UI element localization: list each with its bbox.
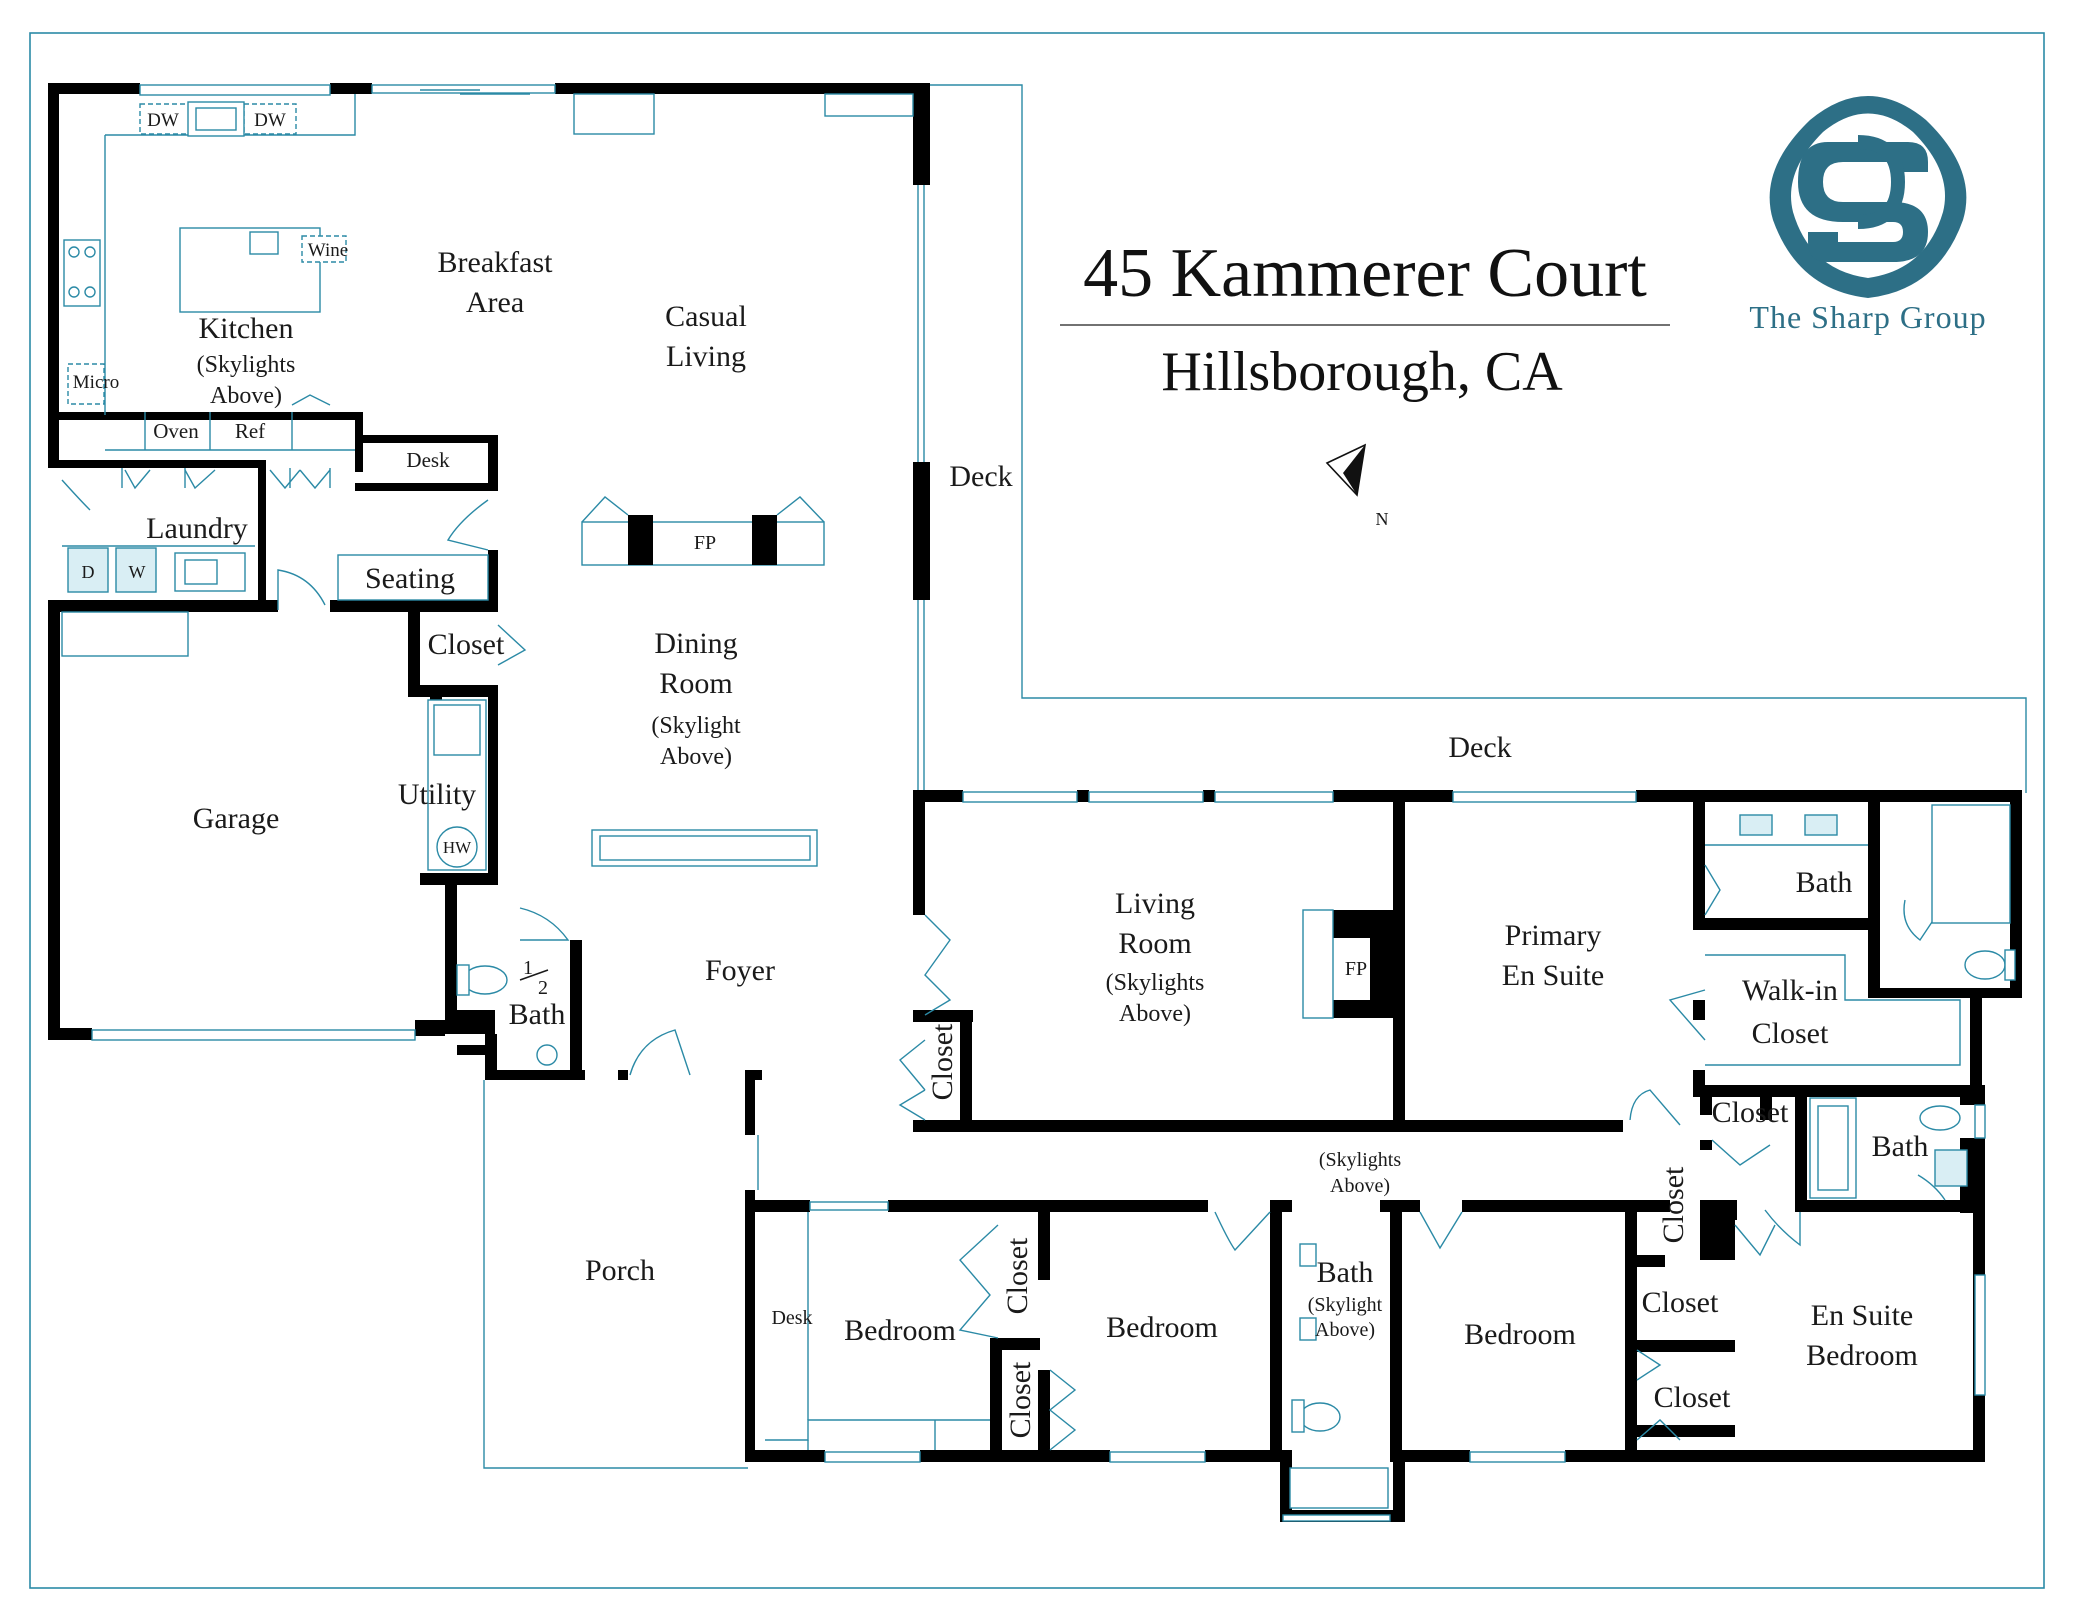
- label-laundry: Laundry: [146, 512, 248, 545]
- north-arrow-icon: [1325, 443, 1367, 497]
- label-deck-upper: Deck: [949, 460, 1012, 493]
- label-closet-living: Closet: [926, 1023, 959, 1100]
- page-border: [29, 32, 2045, 1589]
- label-closet-b3b: Closet: [1654, 1381, 1731, 1414]
- label-bath-primary: Bath: [1796, 866, 1853, 899]
- deck-outline: [930, 84, 2027, 793]
- label-oven: Oven: [153, 419, 199, 443]
- label-kitchen: Kitchen: [199, 312, 294, 345]
- label-ref: Ref: [235, 419, 265, 443]
- label-seating: Seating: [365, 562, 455, 595]
- labels: 45 Kammerer Court Hillsborough, CA N The…: [73, 110, 1986, 1438]
- porch-outline: [483, 1080, 748, 1469]
- kitchen-fixtures: [63, 94, 356, 451]
- bedroom-wing-fixtures: [765, 1211, 1776, 1509]
- label-casual: Casual: [665, 300, 747, 333]
- label-micro: Micro: [73, 372, 119, 393]
- label-foyer: Foyer: [705, 954, 775, 987]
- label-dw-right: DW: [254, 110, 286, 131]
- city-subtitle: Hillsborough, CA: [1161, 341, 1563, 403]
- north-label: N: [1376, 509, 1389, 529]
- label-bedroom-3: Bedroom: [1464, 1318, 1576, 1351]
- laundry-fixtures: [61, 468, 489, 657]
- label-primary2: En Suite: [1502, 959, 1605, 992]
- label-living2: Room: [1118, 927, 1191, 960]
- label-breakfast: Breakfast: [438, 246, 554, 279]
- label-hw: HW: [443, 838, 472, 857]
- label-closet-east: Closet: [1712, 1096, 1789, 1129]
- label-living: Living: [1115, 887, 1195, 920]
- label-porch: Porch: [585, 1254, 655, 1287]
- label-closet-vert: Closet: [1657, 1166, 1690, 1243]
- label-bath-hall-note2: Above): [1315, 1319, 1375, 1341]
- label-bath-hall: Bath: [1317, 1256, 1374, 1289]
- label-fp-dining: FP: [694, 532, 716, 554]
- label-bedroom-2: Bedroom: [1106, 1311, 1218, 1344]
- half-slash: [519, 969, 549, 981]
- label-washer: W: [129, 562, 146, 582]
- label-dining: Dining: [654, 627, 737, 660]
- walls: [48, 83, 2022, 1522]
- label-closet-b2: Closet: [1004, 1361, 1037, 1438]
- east-bath-fixtures: [1711, 1097, 1968, 1247]
- dining-fireplace: [581, 496, 825, 867]
- living-fixtures: [898, 909, 1334, 1121]
- label-hall-note2: Above): [1330, 1175, 1390, 1197]
- label-bath-hall-note: (Skylight: [1308, 1294, 1383, 1316]
- utility-fixtures: [427, 624, 527, 871]
- label-primary: Primary: [1505, 919, 1602, 952]
- label-half-den: 2: [538, 977, 548, 999]
- half-bath-fixtures: [456, 907, 691, 1076]
- label-half-num: 1: [523, 957, 533, 979]
- label-desk-bedroom: Desk: [771, 1307, 812, 1329]
- primary-bath-fixtures: [1629, 804, 2016, 1126]
- label-desk-kitchen: Desk: [406, 448, 450, 472]
- address-title: 45 Kammerer Court: [1083, 235, 1647, 312]
- label-dw-left: DW: [147, 110, 179, 131]
- label-walkin2: Closet: [1752, 1017, 1829, 1050]
- label-half-bath: Bath: [509, 998, 566, 1031]
- label-walkin: Walk-in: [1742, 974, 1838, 1007]
- label-casual2: Living: [666, 340, 746, 373]
- label-closet-b1: Closet: [1001, 1237, 1034, 1314]
- label-closet-hall: Closet: [428, 628, 505, 661]
- label-closet-b3a: Closet: [1642, 1286, 1719, 1319]
- label-wine: Wine: [308, 240, 348, 261]
- windows: [91, 84, 1986, 1522]
- label-utility: Utility: [398, 778, 476, 811]
- label-breakfast2: Area: [466, 286, 524, 319]
- sharp-group-logo-icon: [1769, 96, 1967, 298]
- label-ensuite: En Suite: [1811, 1299, 1914, 1332]
- label-garage: Garage: [193, 802, 280, 835]
- label-deck-middle: Deck: [1448, 731, 1511, 764]
- label-bedroom-1: Bedroom: [844, 1314, 956, 1347]
- label-hall-note: (Skylights: [1319, 1149, 1401, 1171]
- label-dining2: Room: [659, 667, 732, 700]
- label-dining-note: (Skylight: [651, 713, 741, 739]
- label-dining-note2: Above): [660, 744, 732, 770]
- label-kitchen-note2: Above): [210, 383, 282, 409]
- label-dryer: D: [82, 562, 95, 582]
- label-ensuite2: Bedroom: [1806, 1339, 1918, 1372]
- label-living-note: (Skylights: [1106, 970, 1205, 996]
- label-living-note2: Above): [1119, 1001, 1191, 1027]
- label-bath-east: Bath: [1872, 1130, 1929, 1163]
- brand-name: The Sharp Group: [1749, 299, 1986, 335]
- label-kitchen-note: (Skylights: [197, 352, 296, 378]
- label-fp-living: FP: [1345, 958, 1367, 980]
